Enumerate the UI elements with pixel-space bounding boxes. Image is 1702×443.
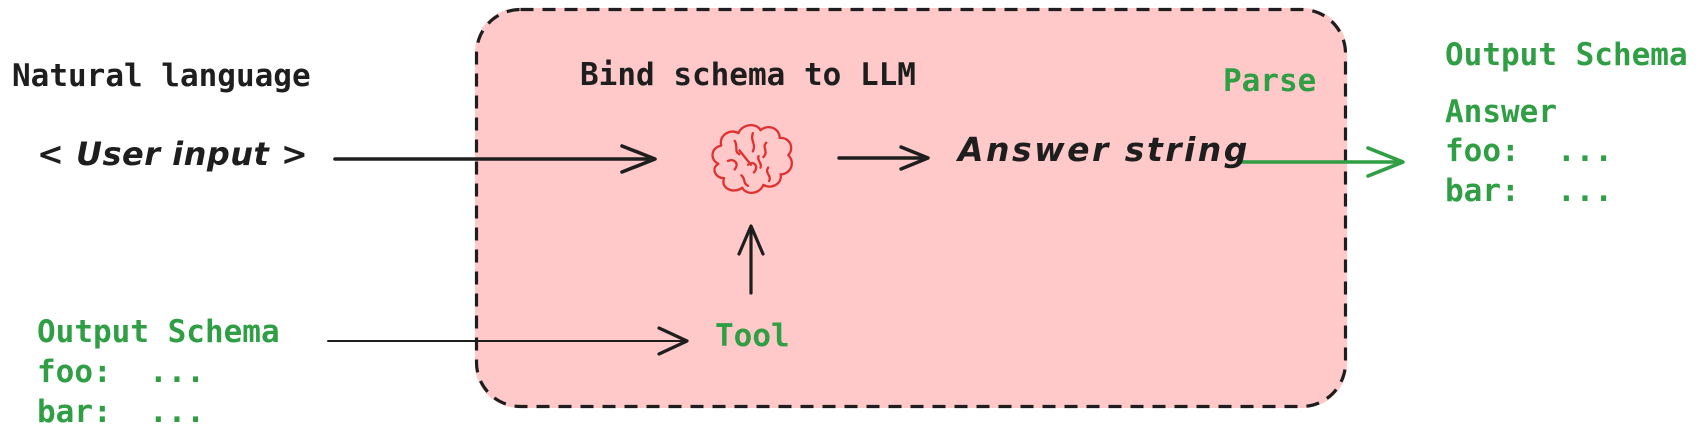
tool-label: Tool [715, 318, 790, 354]
output-schema-foo: foo: ... [1445, 133, 1613, 169]
output-schema-block: Output Schema Answer foo: ... bar: ... [1445, 37, 1700, 217]
input-schema-foo: foo: ... [37, 354, 205, 390]
user-input-label: < User input > [37, 135, 309, 173]
output-schema-answer: Answer [1445, 94, 1557, 130]
parse-label: Parse [1223, 63, 1317, 99]
input-schema-title: Output Schema [37, 314, 280, 350]
input-schema-block: Output Schema foo: ... bar: ... [37, 314, 337, 439]
output-schema-bar: bar: ... [1445, 173, 1613, 209]
natural-language-title: Natural language [12, 58, 311, 94]
bind-schema-title: Bind schema to LLM [580, 57, 916, 93]
brain-icon [711, 124, 793, 194]
input-schema-bar: bar: ... [37, 394, 205, 430]
output-schema-title: Output Schema [1445, 37, 1688, 73]
answer-string-label: Answer string [958, 130, 1250, 169]
